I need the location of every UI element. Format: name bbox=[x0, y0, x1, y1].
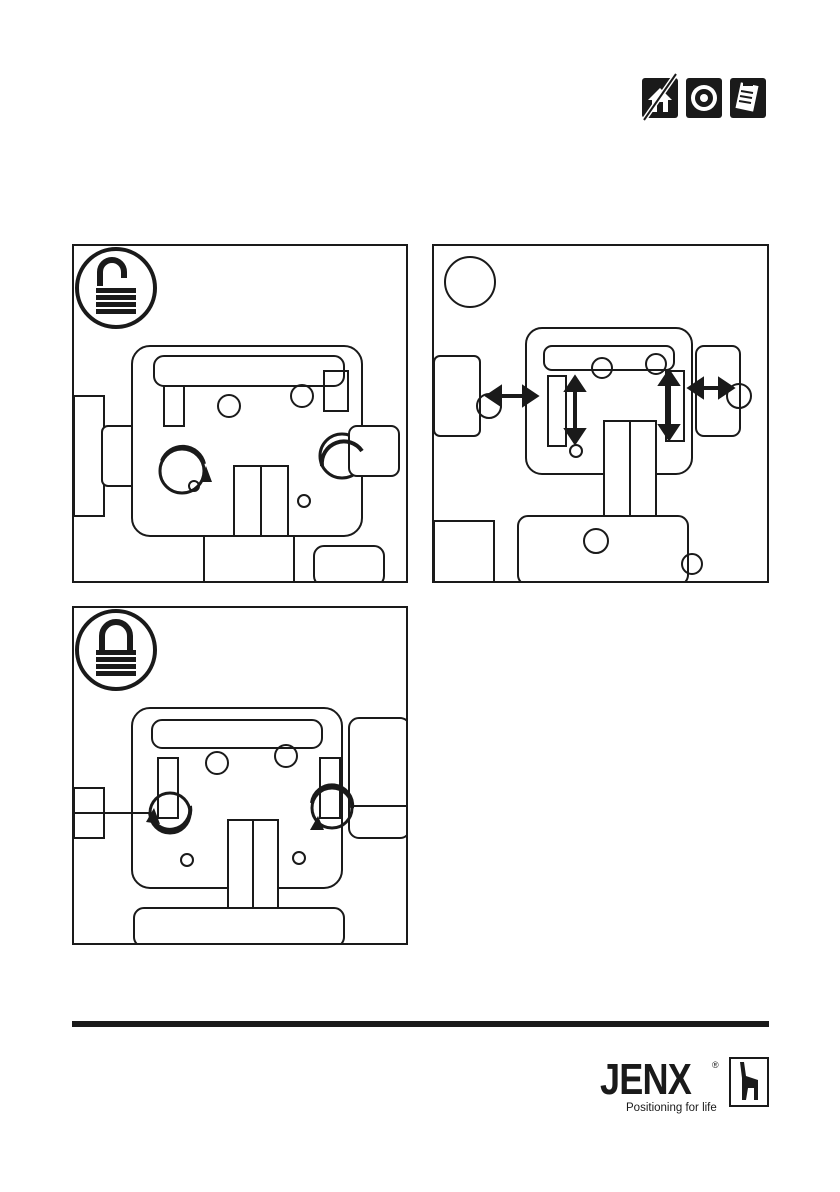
registered-mark: ® bbox=[712, 1060, 719, 1070]
brand-name: JENX bbox=[600, 1058, 691, 1102]
not-for-outdoor-use-icon bbox=[640, 72, 680, 124]
instruction-panel-1 bbox=[72, 244, 408, 583]
instruction-panel-3 bbox=[72, 606, 408, 945]
instruction-panel-2 bbox=[432, 244, 769, 583]
brand-tagline: Positioning for life bbox=[626, 1102, 717, 1114]
unlocked-padlock-icon bbox=[74, 246, 158, 330]
locked-padlock-icon bbox=[74, 608, 158, 692]
step-number-circle bbox=[444, 256, 496, 308]
service-check-icon bbox=[684, 72, 724, 124]
read-instructions-icon bbox=[728, 72, 768, 124]
header-icon-group bbox=[640, 72, 768, 124]
giraffe-logo-icon bbox=[728, 1056, 770, 1108]
footer-divider bbox=[72, 1021, 769, 1027]
